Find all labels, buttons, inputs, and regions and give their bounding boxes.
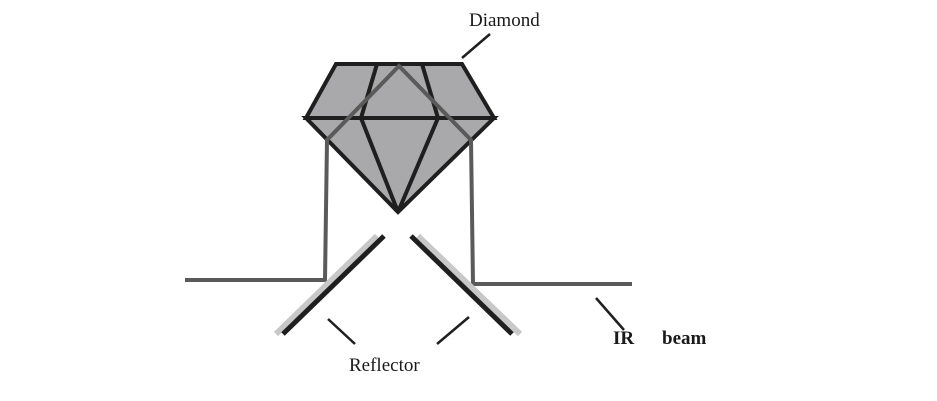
reflector-right-shade: [415, 233, 523, 337]
diamond: [301, 62, 499, 215]
ir-beam-label-suffix: beam: [662, 328, 707, 349]
reflector-label: Reflector: [349, 355, 420, 376]
reflector-leader-line-left: [327, 318, 356, 345]
diamond-facet: [396, 117, 440, 213]
ir-beam-leader-line: [595, 297, 625, 331]
diamond-leader-line: [461, 33, 491, 59]
reflector-right-face: [409, 234, 514, 336]
reflector-left: [273, 233, 386, 337]
diamond-facet: [420, 63, 440, 119]
reflector-left-face: [281, 234, 386, 336]
diamond-pavilion: [301, 116, 499, 215]
ir-beam-path: [185, 63, 632, 286]
reflector-right: [409, 233, 523, 337]
reflector-leader-line-right: [436, 316, 470, 345]
diamond-facet: [359, 63, 379, 119]
diamond-label: Diamond: [469, 10, 540, 31]
diamond-crown: [302, 62, 498, 120]
reflector-left-shade: [273, 233, 380, 337]
ir-beam-label-prefix: IR: [613, 328, 634, 349]
diamond-facet: [359, 117, 400, 213]
